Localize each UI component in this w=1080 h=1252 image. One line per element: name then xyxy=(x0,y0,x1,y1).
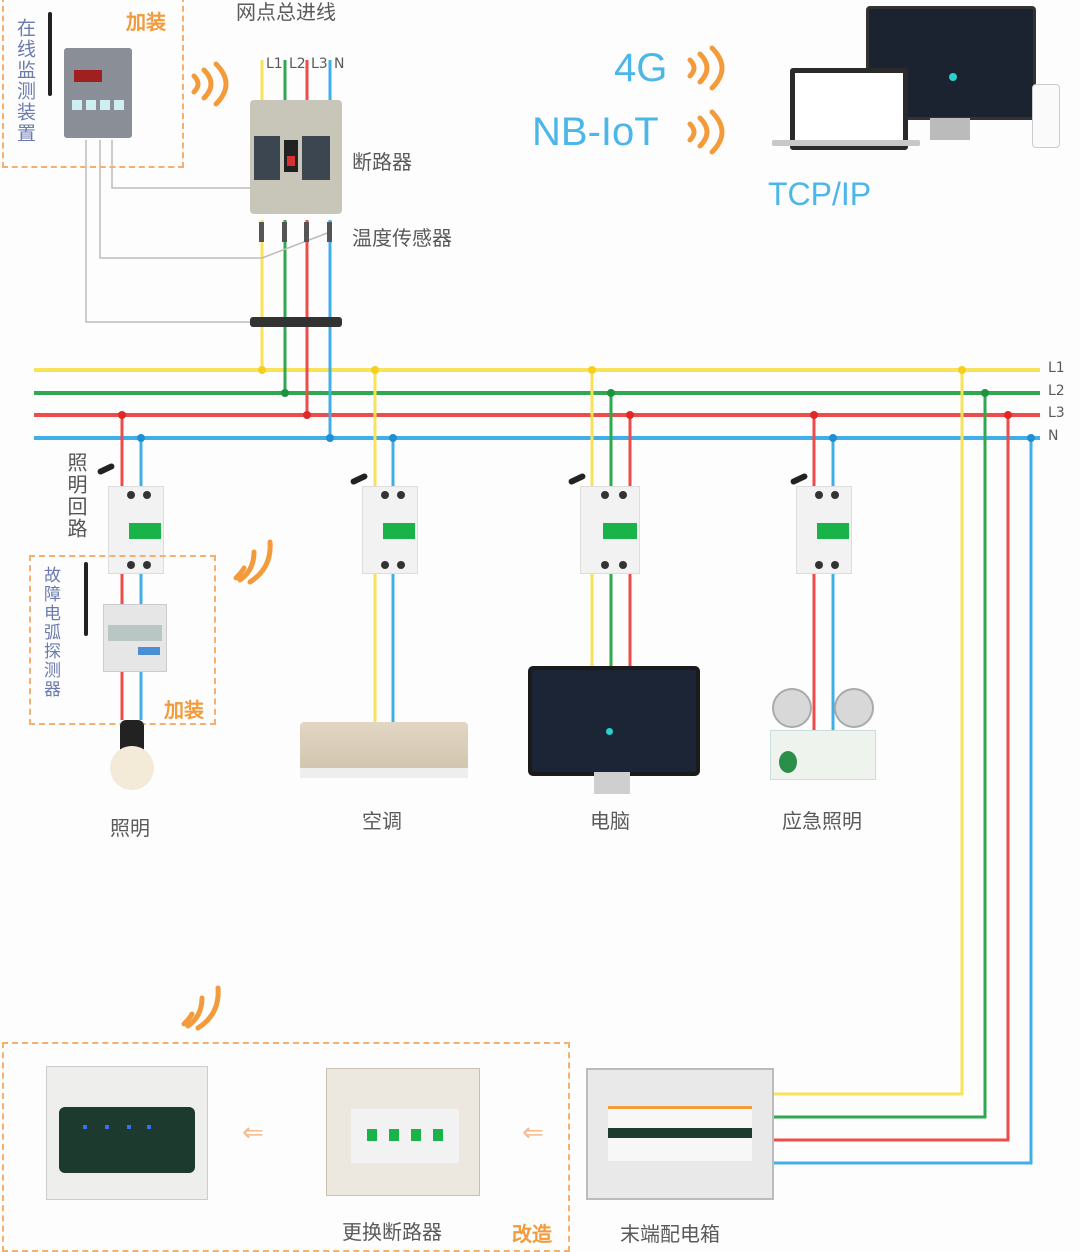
arc-detector-label: 故障电弧探测器 xyxy=(40,566,60,699)
smart-breaker-computer xyxy=(580,486,640,574)
computer-monitor xyxy=(528,666,700,776)
incoming-wires xyxy=(258,60,334,442)
lighting-label: 照明 xyxy=(110,816,150,840)
bus-label-l3: L3 xyxy=(1048,405,1065,421)
air-conditioner xyxy=(300,722,468,778)
breaker-label: 断路器 xyxy=(352,150,412,174)
aircon-label: 空调 xyxy=(362,809,402,833)
terminal-distribution-box xyxy=(586,1068,774,1200)
retrofit-frame xyxy=(2,1042,570,1252)
smart-breaker-aircon xyxy=(362,486,418,574)
arc-detector-tag: 加装 xyxy=(164,698,204,722)
online-monitor-frame xyxy=(2,0,184,168)
protocol-tcpip: TCP/IP xyxy=(768,176,872,212)
bus-label-n: N xyxy=(1048,428,1059,444)
current-transformer xyxy=(250,317,342,327)
online-monitor-label: 在线监测装置 xyxy=(14,18,36,144)
bus-label-l1: L1 xyxy=(1048,360,1065,376)
phase-label-l3: L3 xyxy=(311,56,328,72)
monitor-stand xyxy=(594,772,630,794)
temp-sensor-l1 xyxy=(259,222,264,242)
retrofit-tag: 改造 xyxy=(512,1222,552,1246)
emergency-lamp-left xyxy=(772,688,812,728)
temp-sensor-n xyxy=(327,222,332,242)
arc-detector-device xyxy=(103,604,167,672)
smart-distribution-box xyxy=(46,1066,208,1200)
terminal-box-label: 末端配电箱 xyxy=(620,1222,720,1246)
online-monitor-device xyxy=(64,48,132,138)
arrow-left-icon: ⇐ xyxy=(242,1118,264,1148)
monitor-stand xyxy=(930,118,970,140)
signal-icon-retrofit xyxy=(181,985,221,1031)
laptop xyxy=(790,68,908,150)
arrow-left-icon: ⇐ xyxy=(522,1118,544,1148)
main-breaker xyxy=(250,100,342,214)
replace-breaker-label: 更换断路器 xyxy=(342,1220,442,1244)
bus-label-l2: L2 xyxy=(1048,383,1065,399)
protocol-4g: 4G xyxy=(614,46,668,90)
emergency-lamp-right xyxy=(834,688,874,728)
monitor-wires xyxy=(85,140,331,323)
phase-label-l2: L2 xyxy=(289,56,306,72)
signal-icon-monitor xyxy=(191,61,229,107)
computer-label: 电脑 xyxy=(590,809,630,833)
smart-breaker-lighting xyxy=(108,486,164,574)
smart-breaker-emergency xyxy=(796,486,852,574)
antenna-icon xyxy=(48,12,52,96)
phase-label-l1: L1 xyxy=(266,56,283,72)
antenna-icon xyxy=(84,562,88,636)
temp-sensor-l3 xyxy=(304,222,309,242)
light-bulb xyxy=(110,720,154,792)
panel-feeder-wires xyxy=(772,366,1035,1165)
online-monitor-tag: 加装 xyxy=(126,10,166,34)
signal-icon-nbiot xyxy=(687,109,725,155)
emergency-label: 应急照明 xyxy=(782,809,862,833)
signal-icon-arc xyxy=(233,539,273,585)
phase-label-n: N xyxy=(334,56,345,72)
lighting-circuit-label: 照明回路 xyxy=(64,452,88,540)
temp-sensor-l2 xyxy=(282,222,287,242)
replaced-breaker-box xyxy=(326,1068,480,1196)
temp-sensor-label: 温度传感器 xyxy=(352,226,452,250)
signal-icon-4g xyxy=(687,45,725,91)
laptop-base xyxy=(772,140,920,146)
page-title: 网点总进线 xyxy=(236,0,336,24)
protocol-nbiot: NB-IoT xyxy=(532,110,659,154)
emergency-light-unit xyxy=(770,730,876,780)
mobile-phone xyxy=(1032,84,1060,148)
